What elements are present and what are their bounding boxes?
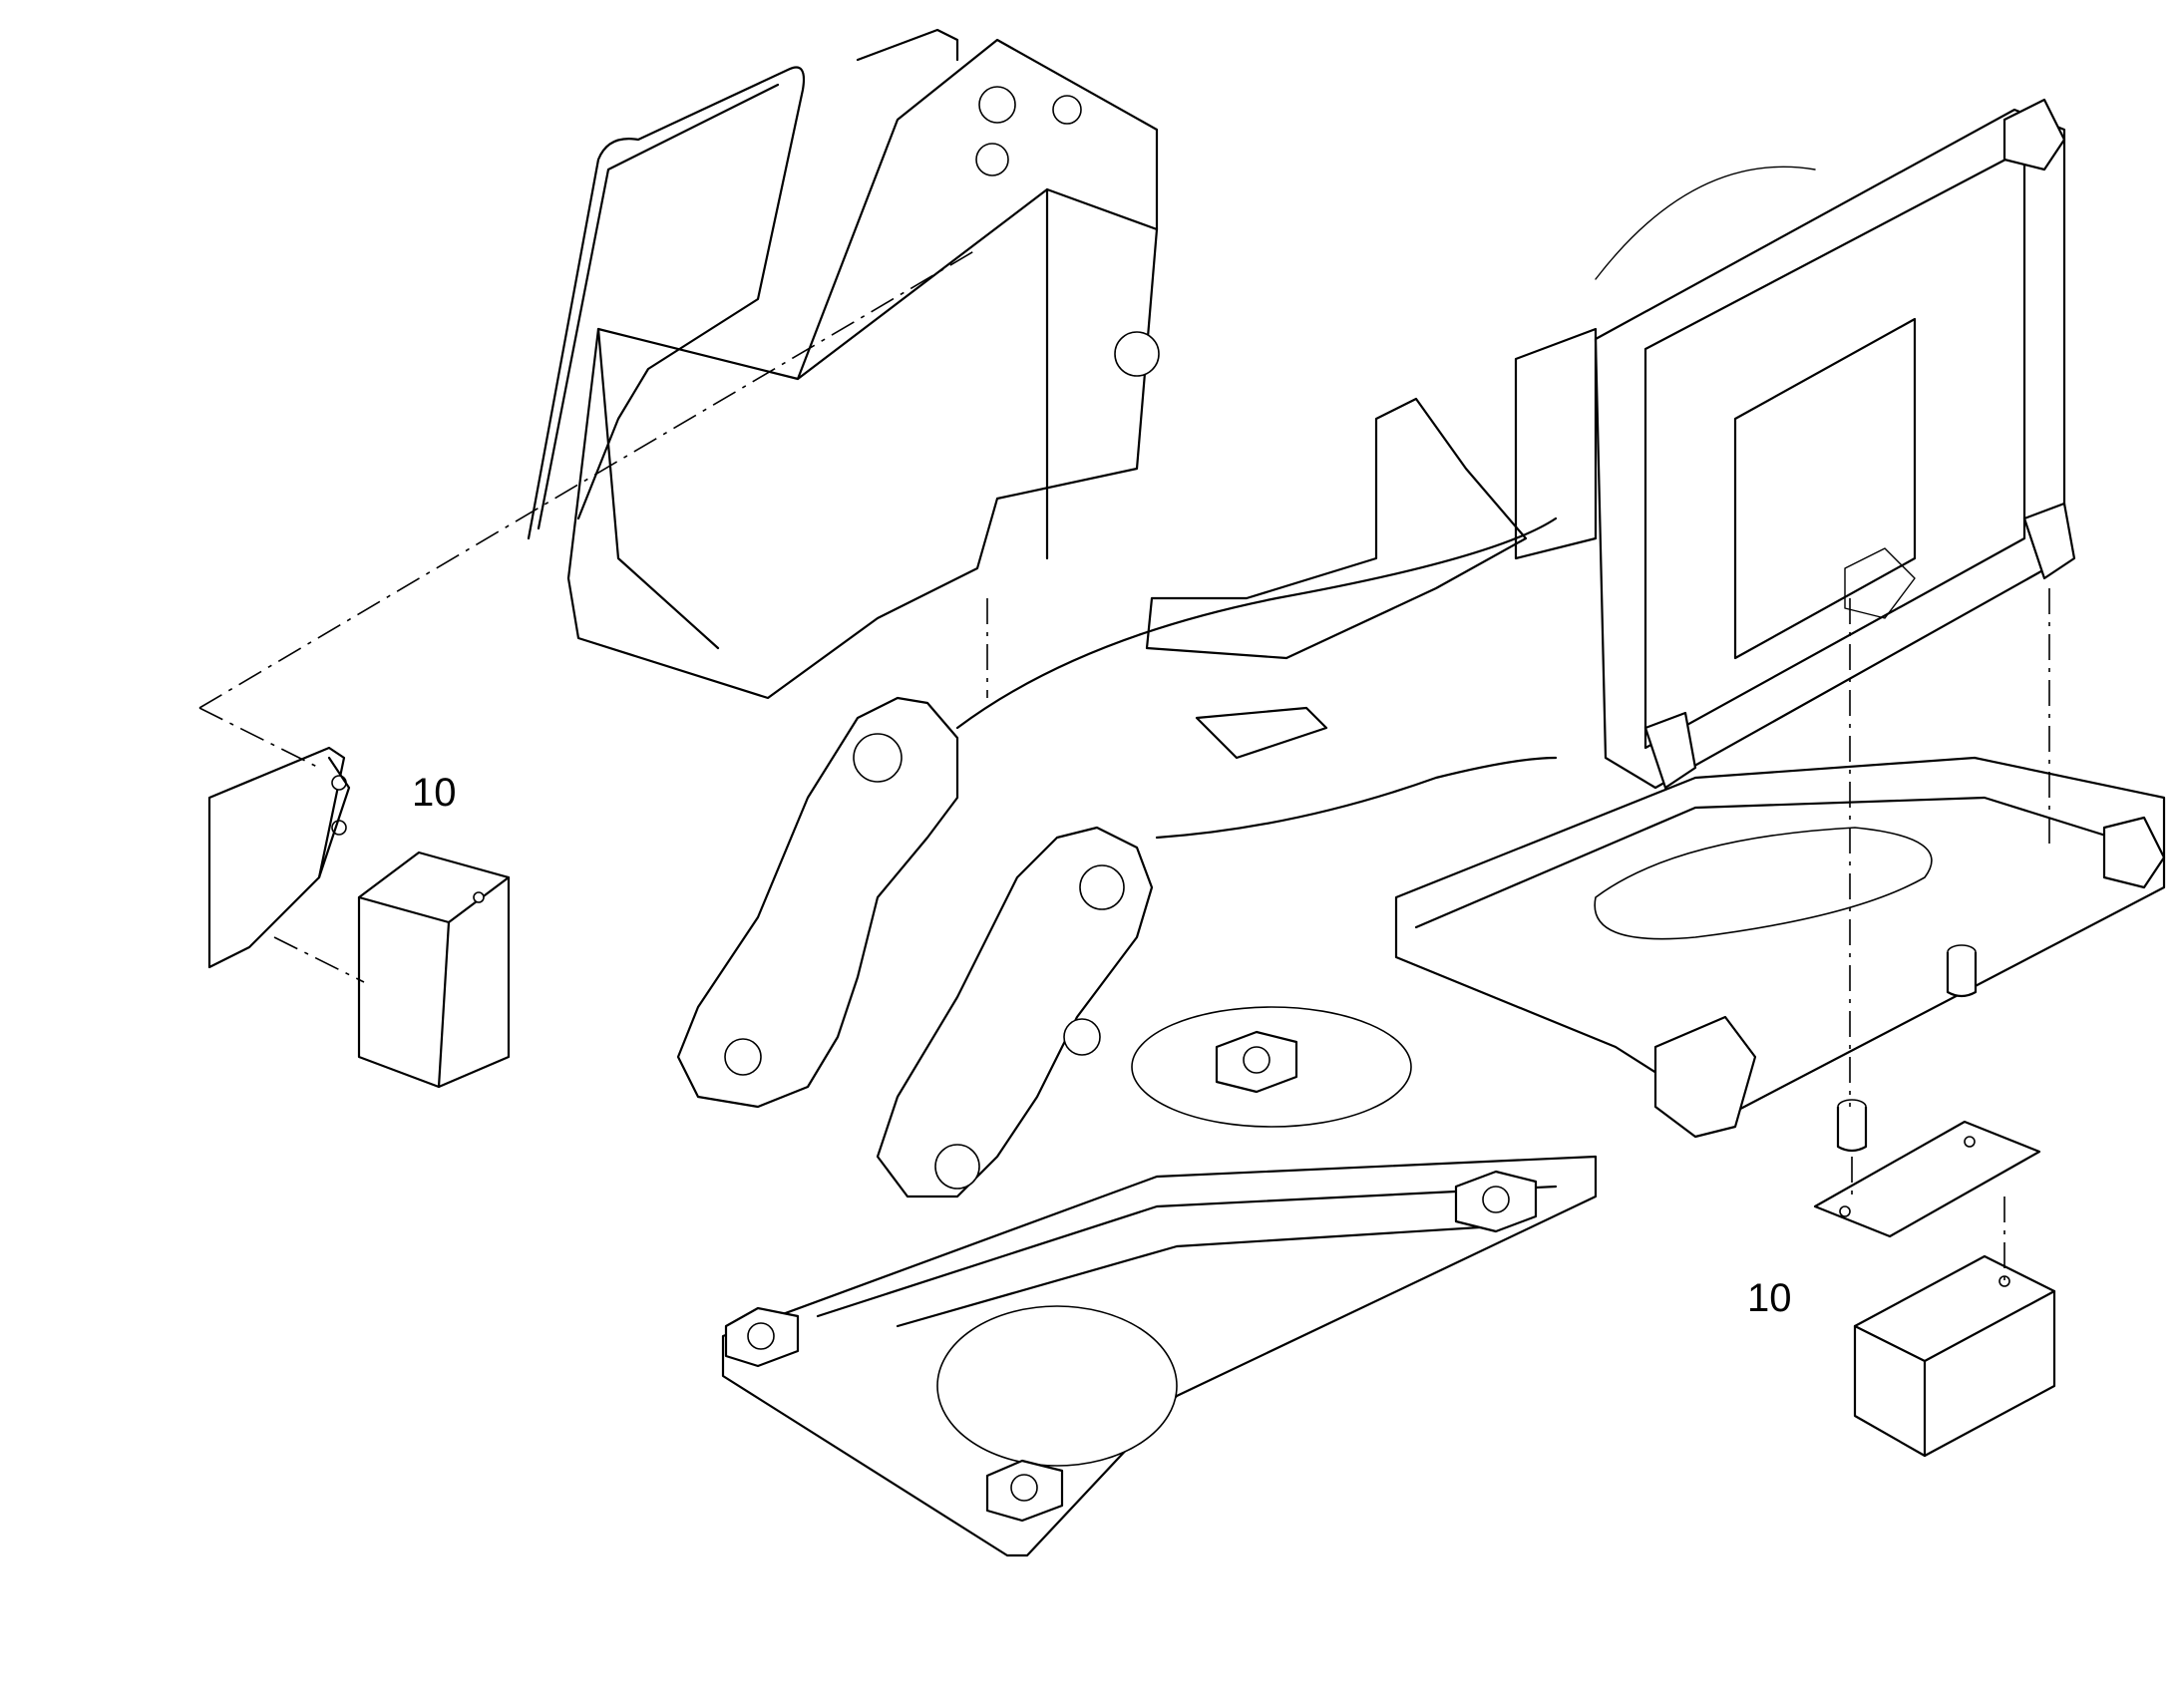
control-box-right	[1853, 1254, 2056, 1458]
radiator-mount-bottom	[2022, 502, 2076, 580]
chassis-deck	[1394, 756, 2166, 1119]
guard-rail	[527, 66, 806, 540]
bracket-flange	[317, 756, 351, 879]
radiator-frame	[1594, 108, 2066, 790]
radiator-mount-bottom-left	[1643, 711, 1697, 790]
tank-port	[1114, 331, 1160, 377]
guard-rail-inner	[537, 83, 780, 530]
chassis-cutout	[1594, 827, 1933, 940]
center-line-guard-2	[198, 707, 320, 769]
spacer-right	[1946, 944, 1978, 998]
assembly-center-lines	[198, 248, 2050, 1281]
boom-arm-left	[676, 696, 959, 1109]
platform-edge	[816, 1185, 1558, 1318]
chassis-end-bracket	[2102, 816, 2166, 889]
mount-pad-front-left	[724, 1306, 800, 1368]
filler-cap-3	[975, 143, 1009, 176]
plate-hole	[1839, 1205, 1851, 1217]
hydraulic-line-2	[1155, 756, 1558, 840]
chassis-bracket	[1653, 1015, 1757, 1139]
radiator-mount-top	[2002, 98, 2066, 171]
filler-cap-2	[1052, 95, 1082, 125]
bracket-hole	[331, 775, 347, 791]
center-line-guard	[198, 248, 978, 709]
mounting-plate-right	[1813, 1120, 2041, 1238]
turntable-opening	[936, 1305, 1178, 1467]
filler-cap	[978, 86, 1016, 124]
radiator-cooler	[1514, 98, 2076, 790]
mount-pad-rear-right	[1454, 1170, 1538, 1233]
support-rail	[1145, 397, 1528, 660]
mount-pad-front-right	[985, 1459, 1064, 1523]
handle	[856, 28, 959, 62]
main-frame	[676, 696, 1598, 1557]
hydraulic-line	[955, 516, 1558, 730]
center-line-box-left	[273, 936, 365, 983]
spacer-left	[1836, 1099, 1868, 1153]
boom-pivot-hole-2	[1079, 864, 1125, 910]
tank-side-edge	[596, 327, 720, 650]
chassis-deck-edge	[1414, 796, 2146, 929]
plate-hole-2	[1964, 1136, 1976, 1148]
right-exploded-parts	[1813, 944, 2056, 1458]
cross-member	[1195, 706, 1328, 760]
callout-left: 10	[412, 771, 457, 815]
mounting-bracket-left	[207, 746, 346, 969]
boom-foot-hole	[934, 1144, 980, 1190]
boom-foot-hole-2	[724, 1038, 762, 1076]
tank-body	[566, 38, 1159, 700]
platform-beam	[896, 1224, 1498, 1328]
right-chassis-frame	[955, 397, 2166, 1139]
radiator-side	[1514, 327, 1598, 560]
filter-canister	[1844, 547, 1916, 619]
callout-right: 10	[1747, 1276, 1792, 1320]
mount-pad-rear-left	[1215, 1030, 1298, 1094]
control-box-left	[357, 851, 511, 1089]
fan-shroud	[1595, 166, 1816, 280]
upper-tank-assembly	[527, 28, 1160, 700]
boom-lower-hole	[1063, 1018, 1101, 1056]
boom-pivot-hole	[853, 733, 903, 783]
radiator-core	[1643, 148, 2026, 750]
left-exploded-parts	[207, 746, 511, 1089]
oil-cooler	[1733, 317, 1917, 660]
